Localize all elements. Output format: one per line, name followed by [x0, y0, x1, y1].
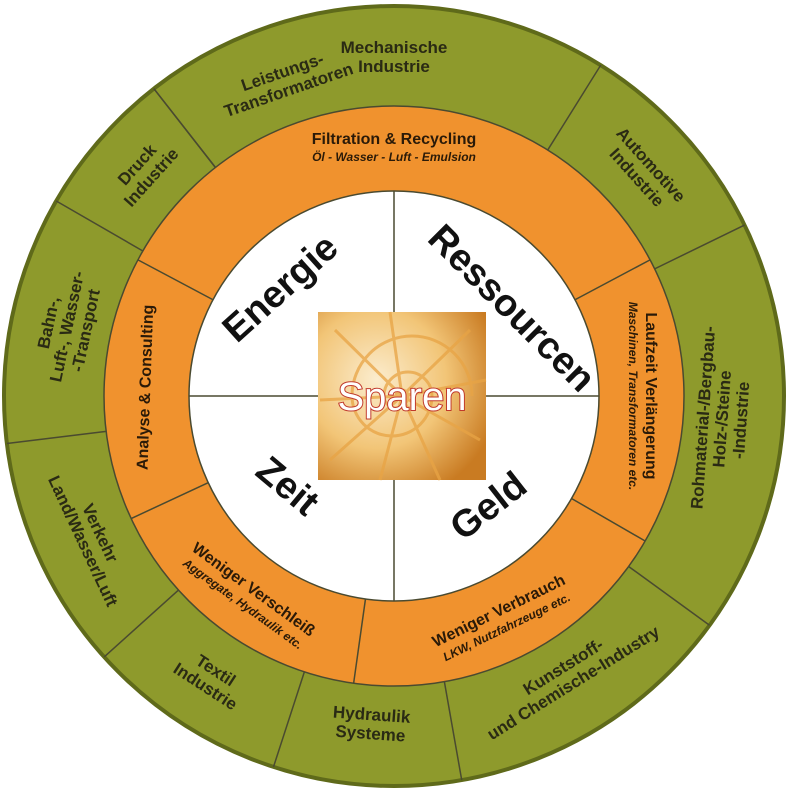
middle-segment-title: Filtration & Recycling — [312, 131, 476, 148]
outer-segment-label: Systeme — [335, 722, 406, 746]
middle-ring-divider — [352, 598, 367, 684]
middle-segment-subtitle: Maschinen, Transformatoren etc. — [626, 302, 640, 491]
outer-ring-divider — [55, 200, 144, 252]
middle-segment-subtitle: Öl - Wasser - Luft - Emulsion — [312, 149, 476, 164]
outer-ring-divider — [628, 565, 710, 626]
middle-ring-divider — [574, 259, 651, 301]
center-label: Sparen — [338, 375, 467, 419]
outer-ring-divider — [547, 64, 602, 151]
outer-segment-label: Industrie — [358, 57, 430, 76]
middle-segment-5: Analyse & Consulting — [134, 304, 157, 470]
outer-segment-8: Bahn-,Luft-, Wasser--Transport — [34, 269, 104, 383]
outer-ring-divider — [272, 671, 306, 768]
outer-ring-divider — [6, 430, 107, 445]
outer-segment-label: Mechanische — [341, 38, 448, 57]
middle-ring-divider — [130, 481, 209, 520]
outer-ring-divider — [443, 681, 463, 781]
outer-ring-divider — [103, 589, 179, 658]
nautilus-shell-image — [319, 311, 487, 481]
center-tile: Sparen — [318, 311, 487, 481]
outer-ring-divider — [153, 88, 217, 168]
middle-ring-divider — [137, 259, 214, 301]
outer-ring-divider — [654, 224, 745, 270]
middle-segment-title: Laufzeit Verlängerung — [642, 312, 659, 479]
middle-ring-divider — [571, 497, 646, 542]
middle-segment-title: Analyse & Consulting — [134, 304, 157, 470]
